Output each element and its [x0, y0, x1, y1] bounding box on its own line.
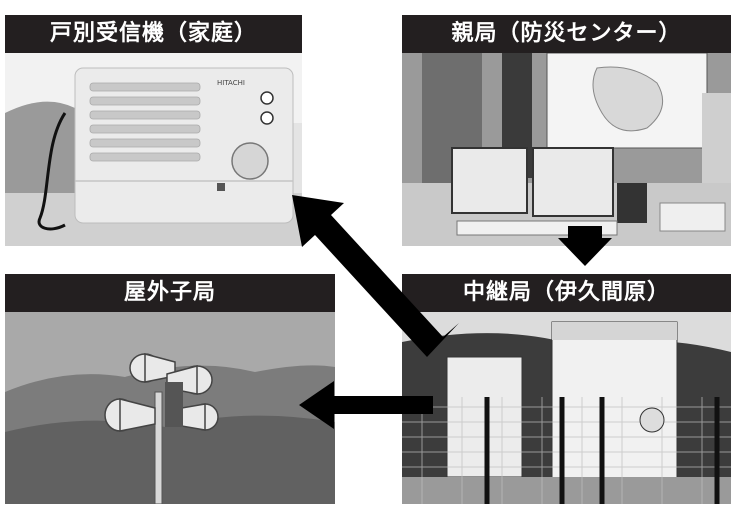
- panel-relay-station: 中継局（伊久間原）: [402, 274, 731, 504]
- panel-title: 屋外子局: [5, 274, 335, 312]
- panel-home-receiver: 戸別受信機（家庭） HITACHI: [5, 15, 302, 246]
- panel-title: 親局（防災センター）: [402, 15, 731, 53]
- relay-station-photo: [402, 312, 731, 504]
- panel-outdoor-station: 屋外子局: [5, 274, 335, 504]
- home-receiver-photo: HITACHI: [5, 53, 302, 246]
- parent-station-photo: [402, 53, 731, 246]
- panel-title: 中継局（伊久間原）: [402, 274, 731, 312]
- device-brand-label: HITACHI: [217, 79, 245, 87]
- panel-parent-station: 親局（防災センター）: [402, 15, 731, 246]
- outdoor-station-photo: [5, 312, 335, 504]
- panel-title: 戸別受信機（家庭）: [5, 15, 302, 53]
